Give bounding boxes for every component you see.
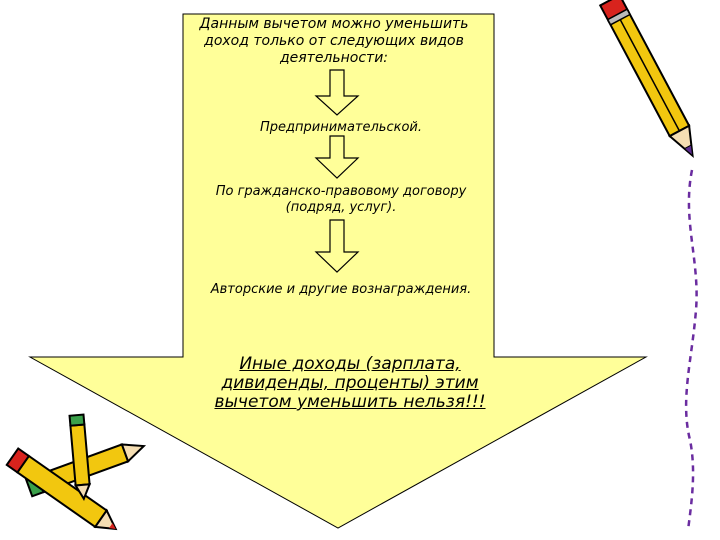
conclusion-text: Иные доходы (зарплата, дивиденды, процен… [214, 354, 486, 412]
pencil-icon [598, 0, 694, 159]
step-civil-contract: По гражданско-правовому договору (подряд… [215, 184, 467, 215]
arrow-down-1 [314, 69, 360, 116]
step-author-fees: Авторские и другие вознаграждения. [210, 282, 472, 297]
pencils-cluster-icon [5, 413, 147, 531]
arrow-down-3 [314, 219, 360, 273]
dashed-curve [684, 169, 698, 531]
diagram-title: Данным вычетом можно уменьшить доход тол… [199, 16, 469, 66]
arrow-down-2 [314, 135, 360, 179]
step-entrepreneurial: Предпринимательской. [259, 120, 422, 135]
